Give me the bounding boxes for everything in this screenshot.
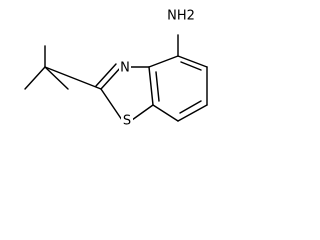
amine-label: NH2 <box>167 9 195 24</box>
bond-c6-c7 <box>177 104 208 122</box>
bond-c4-c5 <box>177 55 208 68</box>
bond-quaternary-to-c2 <box>44 66 102 90</box>
chemical-structure-diagram: NH2 N S <box>0 0 218 134</box>
bond-c3a-c4 <box>148 55 179 68</box>
sulfur-label: S <box>123 114 131 129</box>
bond-c7-c7a <box>152 104 179 122</box>
bond-c7a-c3a-double <box>155 71 160 102</box>
bond-c4-c5-double <box>180 61 202 71</box>
sulfur-label-bg <box>121 113 133 129</box>
bond-c6-c7-double <box>179 100 202 114</box>
bond-c2-to-n-double <box>95 63 117 87</box>
nitrogen-label-bg <box>119 60 131 76</box>
bond-methyl-right <box>44 66 69 90</box>
bond-methyl-left <box>24 66 46 90</box>
bond-c2-to-n <box>100 66 122 90</box>
bond-c2-to-s <box>100 88 123 121</box>
bond-c7a-c3a <box>148 66 154 106</box>
benzothiazole-molecule: NH2 N S <box>24 7 208 129</box>
amine-label-bg <box>166 7 195 25</box>
nitrogen-label: N <box>120 61 130 76</box>
bond-s-to-c7a <box>131 104 154 121</box>
